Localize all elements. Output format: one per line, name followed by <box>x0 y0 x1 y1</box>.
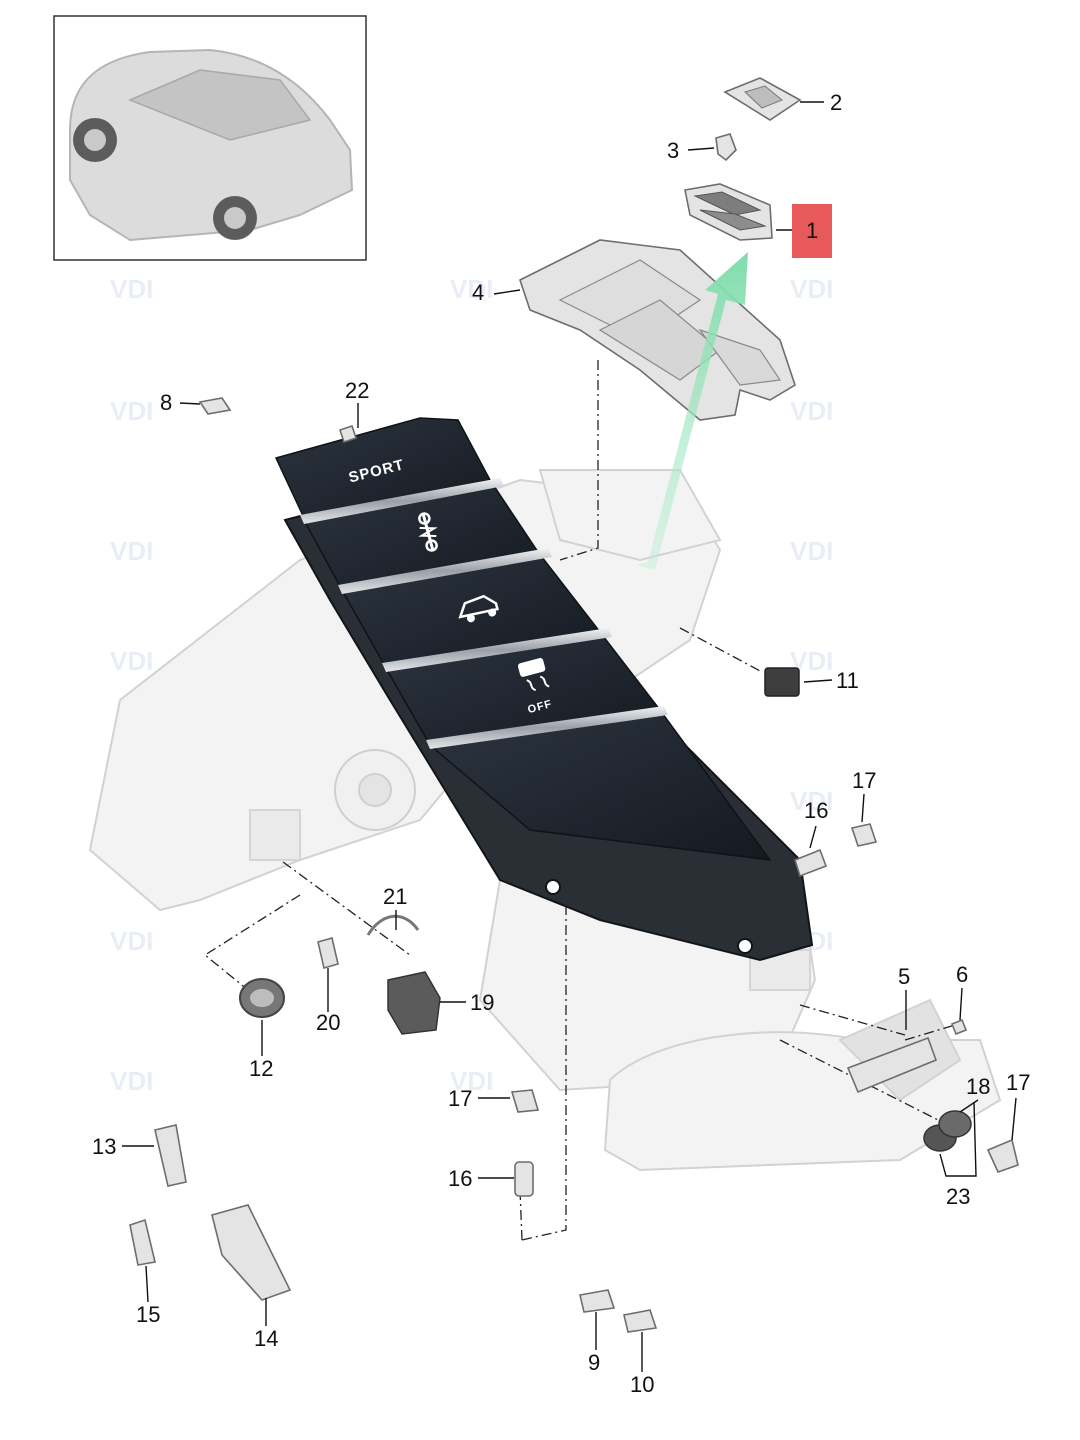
assembly-arrow <box>636 252 748 570</box>
small-parts <box>129 397 1019 1333</box>
car-overview-inset <box>53 15 367 261</box>
switch-module-part <box>684 183 773 241</box>
callout-14: 14 <box>254 1326 278 1351</box>
watermark: VDI <box>110 646 153 676</box>
car-overview-icon <box>69 48 354 242</box>
callout-23: 23 <box>946 1184 970 1209</box>
watermark: VDI <box>790 396 833 426</box>
callout-9: 9 <box>588 1350 600 1375</box>
switch-11-part <box>764 667 800 697</box>
callout-17c: 17 <box>1006 1070 1030 1095</box>
callout-10: 10 <box>630 1372 654 1397</box>
clip-part <box>715 133 737 162</box>
callout-2: 2 <box>830 90 842 115</box>
watermark: VDI <box>110 536 153 566</box>
watermark: VDI <box>790 536 833 566</box>
watermark: VDI <box>110 926 153 956</box>
callout-1: 1 <box>806 218 818 243</box>
watermark: VDI <box>110 1066 153 1096</box>
callout-15: 15 <box>136 1302 160 1327</box>
watermark: VDI <box>450 1066 493 1096</box>
callout-16a: 16 <box>804 798 828 823</box>
watermark: VDI <box>450 274 493 304</box>
callout-labels: 1 2 3 4 8 22 11 16 17 21 20 19 12 13 14 … <box>92 90 1030 1397</box>
callout-5: 5 <box>898 964 910 989</box>
offroad-icon <box>458 594 500 623</box>
callout-3: 3 <box>667 138 679 163</box>
callout-20: 20 <box>316 1010 340 1035</box>
callout-leaders <box>122 101 1017 1372</box>
callout-4: 4 <box>472 280 484 305</box>
callout-6: 6 <box>956 962 968 987</box>
callout-12: 12 <box>249 1056 273 1081</box>
trim-cover-part <box>723 77 802 121</box>
callout-22: 22 <box>345 378 369 403</box>
watermark-layer: VDI VDI VDI VDI VDI VDI VDI VDI VDI VDI … <box>110 274 833 1096</box>
callout-16b: 16 <box>448 1166 472 1191</box>
callout-8: 8 <box>160 390 172 415</box>
callout-19: 19 <box>470 990 494 1015</box>
callout-21: 21 <box>383 884 407 909</box>
callout-17a: 17 <box>852 768 876 793</box>
watermark: VDI <box>110 396 153 426</box>
switch-19-part <box>387 971 441 1035</box>
switch-panel-assembly: SPORT OFF <box>274 417 814 962</box>
suspension-icon <box>418 512 438 552</box>
watermark: VDI <box>790 274 833 304</box>
callout-1-highlight <box>792 204 832 258</box>
watermark: VDI <box>790 786 833 816</box>
callout-18: 18 <box>966 1074 990 1099</box>
watermark: VDI <box>110 274 153 304</box>
callout-13: 13 <box>92 1134 116 1159</box>
callout-17b: 17 <box>448 1086 472 1111</box>
console-frame-part <box>519 239 796 421</box>
callout-11: 11 <box>836 668 859 693</box>
traction-off-icon <box>517 657 550 692</box>
